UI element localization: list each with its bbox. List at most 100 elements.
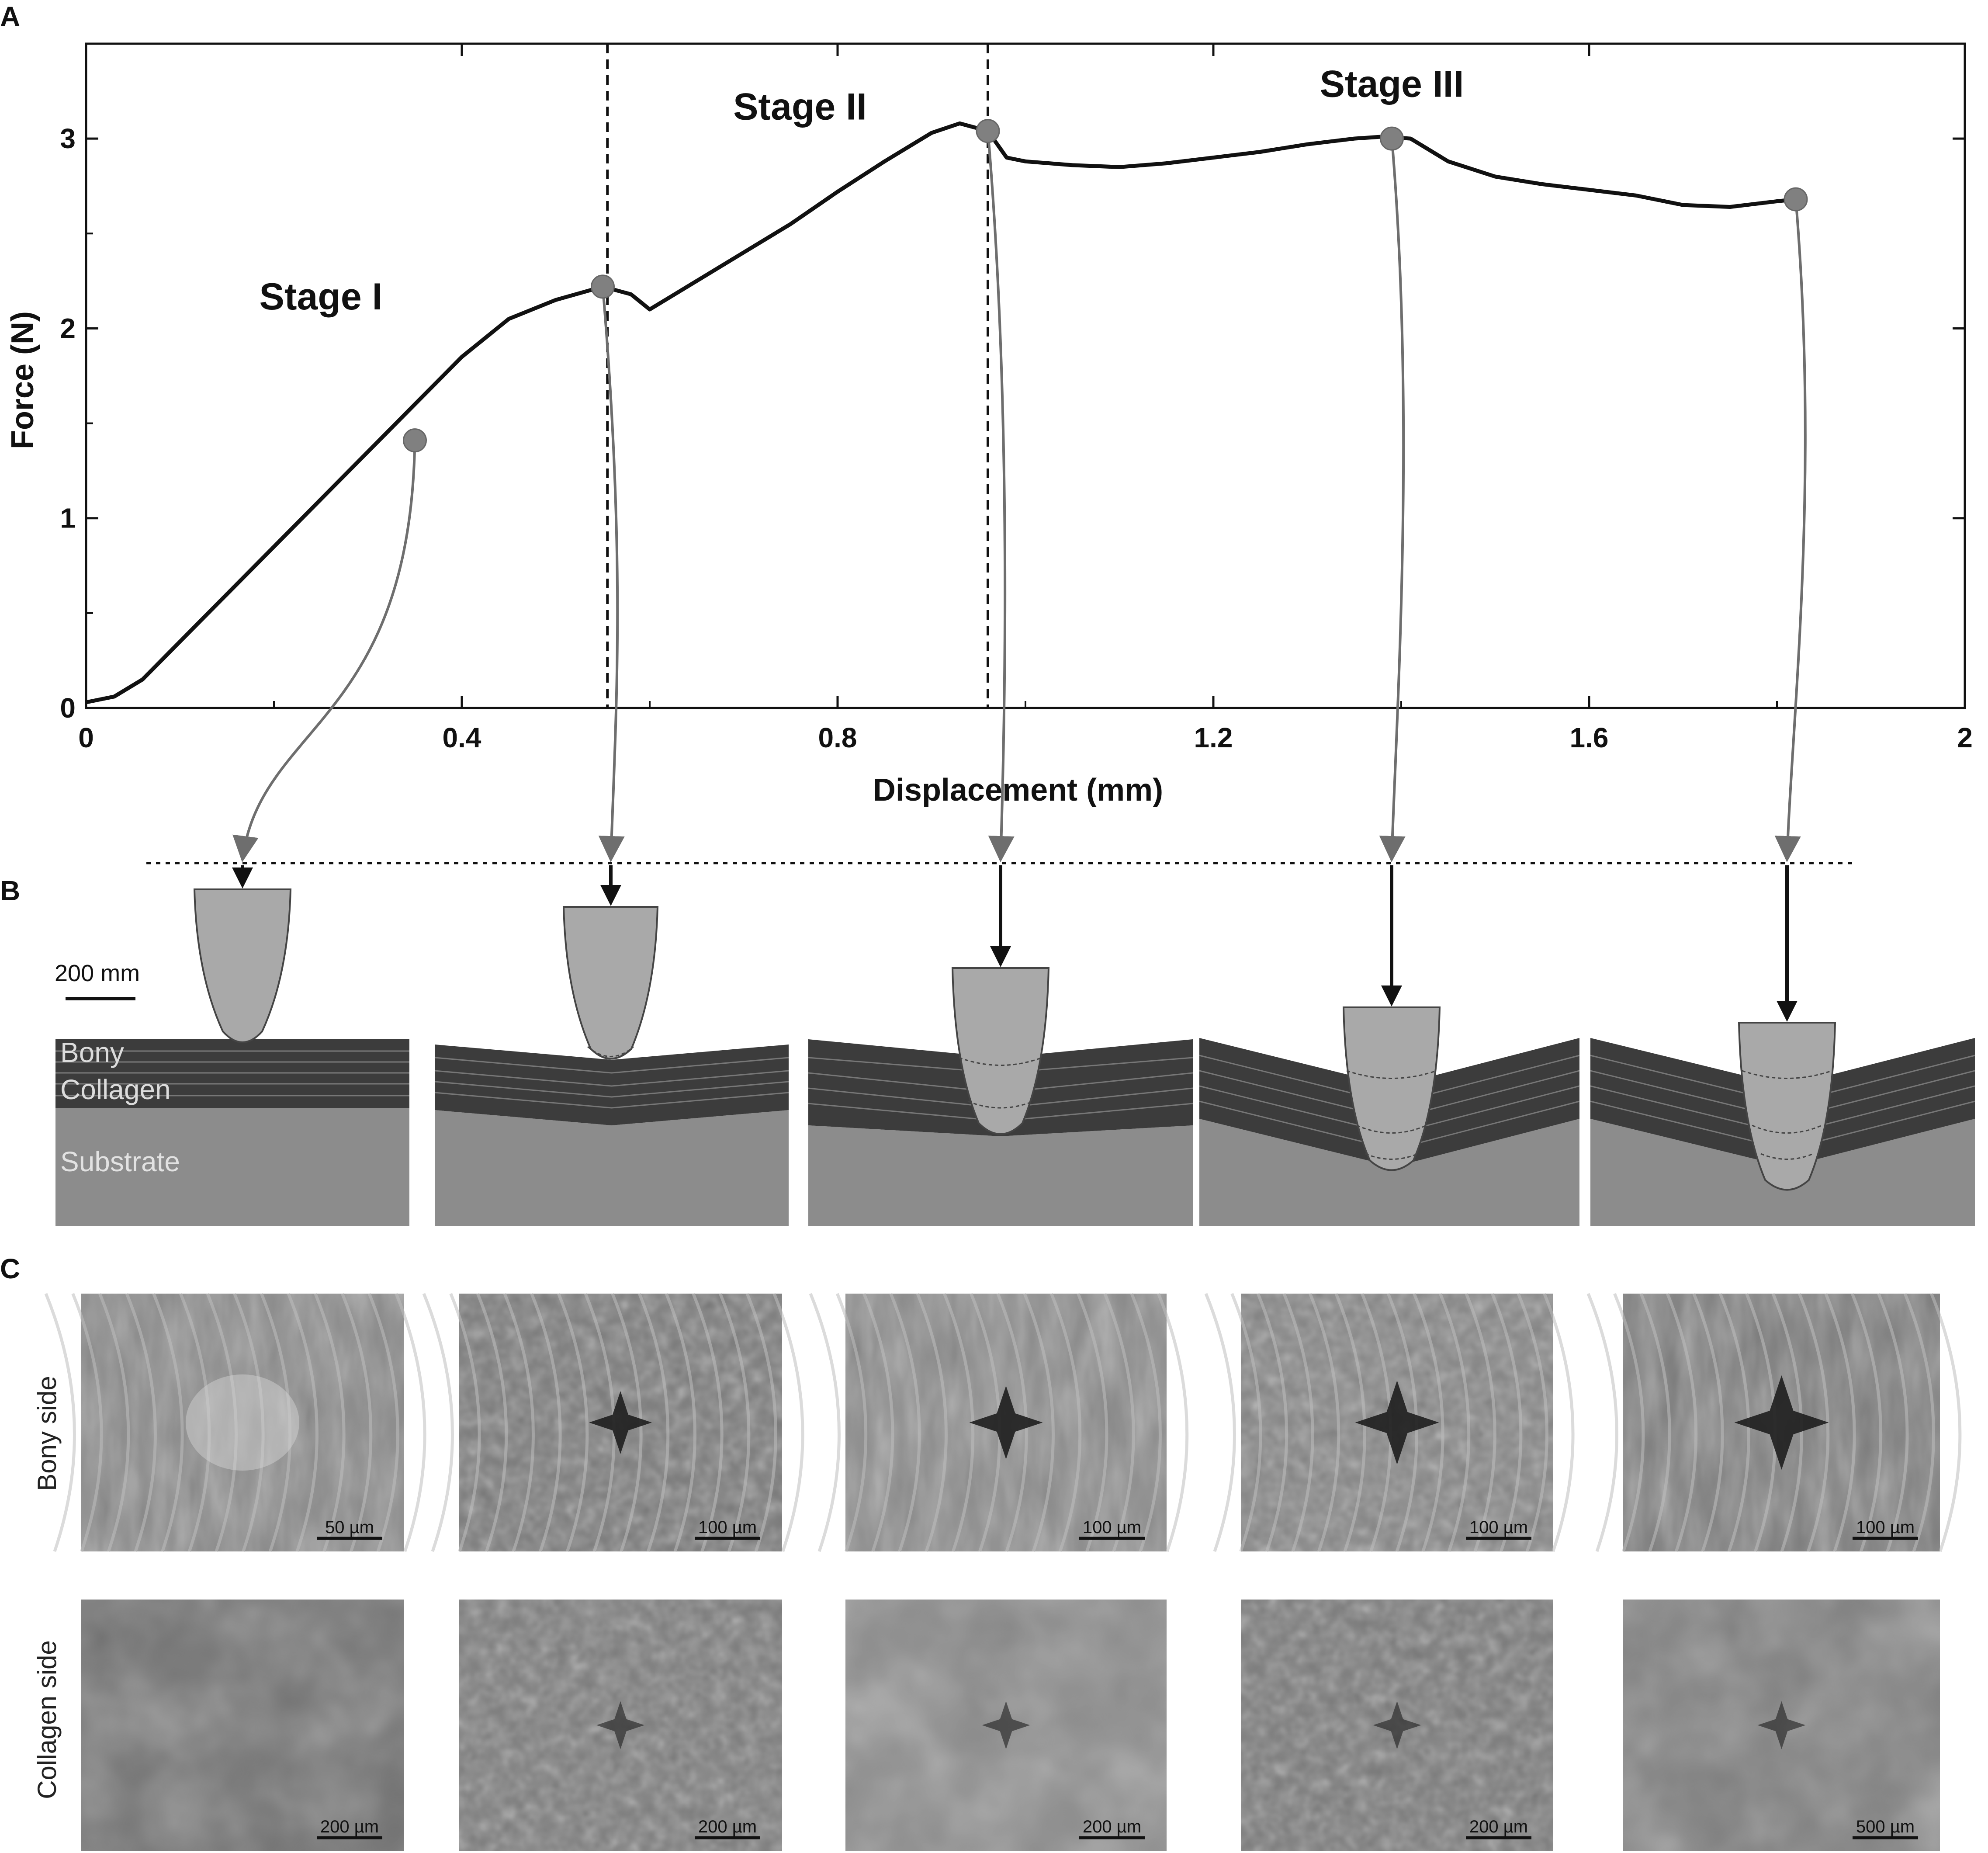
micrograph-scale-label: 200 µm — [320, 1817, 379, 1836]
bony-micrograph-5: 100 µm — [1586, 1293, 1962, 1552]
striation — [1413, 1293, 1444, 1552]
row-label-collagen-side: Collagen side — [32, 1640, 62, 1799]
striation — [836, 1293, 868, 1552]
striation — [260, 1293, 292, 1552]
striation — [1256, 1293, 1288, 1552]
connector-arrow — [598, 286, 625, 862]
striation — [772, 1293, 804, 1552]
load-arrows — [232, 865, 1798, 1022]
bony-micrograph-4: 100 µm — [1204, 1293, 1575, 1552]
stage-label: Stage I — [260, 276, 383, 318]
bony-micrograph-1: 50 µm — [44, 1293, 426, 1552]
striation — [1050, 1293, 1082, 1552]
y-axis-label: Force (N) — [5, 311, 40, 449]
micrograph-scale-label: 100 µm — [1083, 1518, 1141, 1537]
striation — [665, 1293, 696, 1552]
curve-markers — [403, 119, 1808, 453]
x-tick-label: 1.2 — [1194, 722, 1233, 753]
striation — [1282, 1293, 1314, 1552]
substrate — [435, 1110, 789, 1226]
striation — [367, 1293, 399, 1552]
striation — [287, 1293, 319, 1552]
striation — [1439, 1293, 1471, 1552]
bony-micrograph-2: 100 µm — [422, 1293, 804, 1552]
indentation-mark — [969, 1386, 1043, 1459]
striation — [44, 1293, 76, 1552]
schematic-stage-4 — [1199, 1006, 1580, 1226]
curve-marker — [1380, 126, 1404, 151]
micrograph-scale-label: 100 µm — [698, 1518, 757, 1537]
striation — [1517, 1293, 1548, 1552]
striation — [1230, 1293, 1262, 1552]
striation — [557, 1293, 589, 1552]
x-tick-label: 0 — [78, 722, 94, 753]
layer-label-bony: Bony — [60, 1037, 124, 1068]
striation — [1130, 1293, 1162, 1552]
striation — [233, 1293, 265, 1552]
striation — [1465, 1293, 1496, 1552]
striation — [98, 1293, 130, 1552]
collagen-micrograph-2: 200 µm — [459, 1600, 782, 1851]
striation — [341, 1293, 373, 1552]
micrograph-scale-label: 200 µm — [1469, 1817, 1528, 1836]
indentation-mark — [1373, 1701, 1421, 1749]
indentation-mark — [589, 1391, 652, 1454]
schematic-stage-1: Bony Collagen Substrate — [55, 888, 409, 1226]
stage-label: Stage II — [733, 86, 867, 128]
striation — [862, 1293, 894, 1552]
curve-marker — [1784, 187, 1808, 212]
collagen-micrograph-4: 200 µm — [1241, 1600, 1553, 1851]
panel-a-label: A — [0, 1, 20, 32]
indenter — [562, 906, 659, 1060]
striation — [422, 1293, 454, 1552]
striation — [530, 1293, 562, 1552]
striation — [1586, 1293, 1618, 1552]
micrograph-texture — [81, 1600, 404, 1851]
micrograph-scale-label: 500 µm — [1856, 1817, 1915, 1836]
striation — [1023, 1293, 1055, 1552]
striation — [1077, 1293, 1108, 1552]
connector-arrow — [1774, 199, 1807, 862]
striation — [1543, 1293, 1575, 1552]
micrograph-grid: 50 µm 100 µm 100 µm 100 µm 100 µm 200 µm 200 µ… — [44, 1293, 1962, 1851]
schematic-stage-5 — [1590, 1022, 1975, 1226]
x-tick-label: 0.8 — [818, 722, 857, 753]
striation — [809, 1293, 841, 1552]
striation — [1613, 1293, 1645, 1552]
micrograph-scale-label: 100 µm — [1856, 1518, 1915, 1537]
striation — [1491, 1293, 1523, 1552]
collagen-micrograph-5: 500 µm — [1623, 1600, 1940, 1851]
indenter — [193, 888, 292, 1043]
x-axis-label: Displacement (mm) — [873, 773, 1163, 808]
striation — [125, 1293, 157, 1552]
indentation-mark — [1734, 1375, 1829, 1470]
y-tick-label: 0 — [60, 692, 76, 724]
curve-marker — [403, 428, 427, 453]
indenter — [951, 967, 1050, 1135]
collagen-micrograph-1: 200 µm — [81, 1600, 404, 1851]
schematic-stage-2 — [434, 906, 789, 1226]
striation — [1204, 1293, 1236, 1552]
stage-dividers — [606, 44, 989, 708]
striation — [449, 1293, 481, 1552]
striation — [71, 1293, 103, 1552]
scale-bar-label: 200 mm — [55, 960, 140, 986]
fibril-cluster — [186, 1374, 299, 1471]
bony-micrograph-3: 100 µm — [809, 1293, 1189, 1552]
striation — [916, 1293, 948, 1552]
striation — [638, 1293, 670, 1552]
striation — [1903, 1293, 1935, 1552]
panel-b-label: B — [0, 875, 20, 906]
y-tick-label: 3 — [60, 123, 76, 154]
striation — [889, 1293, 921, 1552]
series-force-curve — [86, 121, 1796, 704]
connector-arrows — [232, 131, 1807, 862]
striation — [206, 1293, 238, 1552]
layer-label-collagen: Collagen — [60, 1074, 171, 1105]
indentation-mark — [982, 1701, 1030, 1749]
panel-c-label: C — [0, 1253, 20, 1284]
indentation-mark — [1757, 1701, 1806, 1749]
